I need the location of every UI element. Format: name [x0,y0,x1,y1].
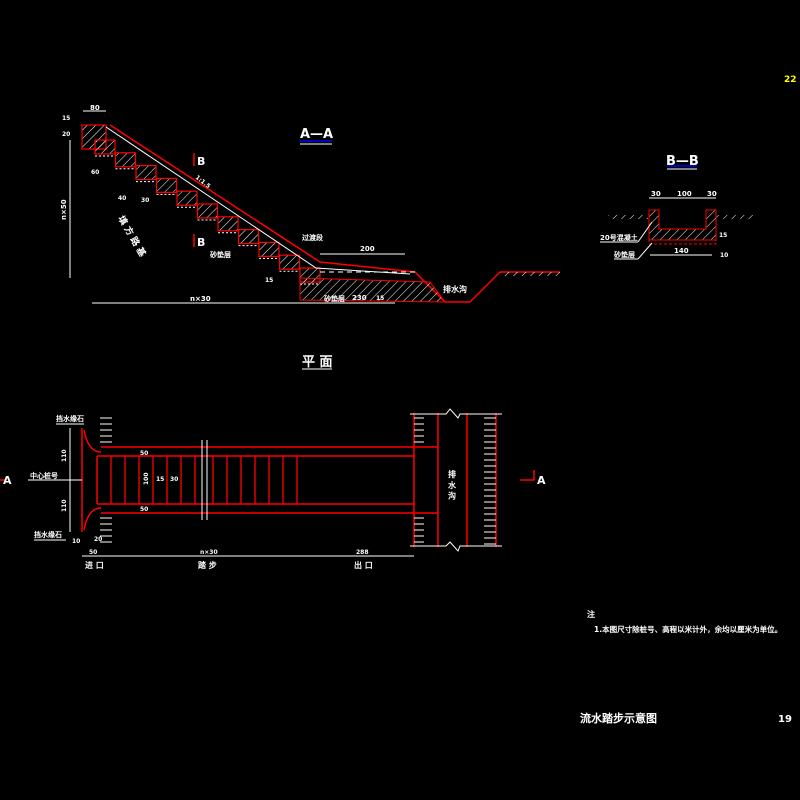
concrete-label: 20号混凝土 [600,233,638,242]
step-block [217,216,239,232]
dim-small: 10 [72,538,80,545]
tread-group [110,456,298,504]
dim-step-d: 30 [141,197,149,204]
dim-bottom: 140 [674,247,689,255]
curb-curve [83,429,102,453]
sand-cushion [648,239,717,245]
dim-side-top: 50 [140,450,148,457]
step-block [135,165,157,181]
section-aa-title: A—A [300,127,333,142]
dim-inlet-small: 20 [94,536,102,543]
step-block [155,177,178,193]
dim-lower: 110 [61,499,68,512]
dim-left: 30 [651,190,661,198]
dim-vertical: n×50 [60,199,68,220]
section-a-left: A [3,474,12,487]
step-block [237,229,260,245]
dim-right: 30 [707,190,717,198]
dim-h1: 15 [719,232,727,239]
section-mark [520,470,535,481]
curb-label-top: 挡水缘石 [56,414,84,423]
dim-transition: 200 [360,245,375,253]
transition-label: 过渡段 [302,233,323,242]
center-label: 中心桩号 [30,471,58,480]
plan-view: 平 面 排 水 沟 A A 挡水缘石 中心桩号 挡水缘 [0,355,546,570]
ground-hatch [500,272,560,276]
outlet-label: 出 口 [354,560,373,570]
dim-top-width: 80 [90,104,100,112]
plan-title: 平 面 [302,355,333,370]
section-a-right: A [537,474,546,487]
sheet-number-top: 22 [784,75,797,85]
dim-step-h: 40 [118,195,126,202]
leader-line [637,242,653,260]
step-block [176,190,198,206]
transition-slab [299,277,447,303]
step-block [258,241,280,257]
concrete-channel [648,209,717,241]
dim-top-a: 15 [62,115,70,122]
section-b-top: B [197,155,205,168]
top-block [81,124,107,150]
dim-h2: 10 [720,252,728,259]
leader-line [637,221,653,243]
section-bb: B—B 30 100 30 140 15 10 20号混凝土 砂垫层 [600,154,755,260]
dim-step-w: 60 [91,169,99,176]
dim-steps: n×30 [200,549,218,556]
dim-tread-label: 15 [156,476,164,483]
curb-curve [83,507,102,531]
dim-horizontal: n×30 [190,295,211,303]
step-block [196,203,219,219]
ditch-label: 排水沟 [443,284,467,294]
dim-bottom: 230 [352,294,367,302]
level-mark: 15 [265,277,273,284]
ditch-label: 排 水 沟 [447,469,457,501]
sand-label: 砂垫层 [614,250,635,259]
break-symbol [410,541,502,552]
inlet-label: 进 口 [85,560,104,570]
steps-label: 踏 步 [198,560,217,570]
fill-label: 填 方 路 基 [115,214,149,260]
break-symbol [410,408,502,419]
step-block [278,254,301,270]
dim-tread: 30 [170,476,178,483]
dim-width: 100 [143,472,150,485]
dim-upper: 110 [61,449,68,462]
sand-label: 砂垫层 [210,250,231,259]
dim-top-b: 20 [62,131,70,138]
section-b-bottom: B [197,236,205,249]
dim-inlet: 50 [89,549,97,556]
dim-right-small: 15 [376,295,384,302]
ground-hatch [608,215,648,219]
slope-tick-group [100,417,496,545]
note-item: 1.本图尺寸除桩号、高程以米计外，余均以厘米为单位。 [594,624,782,634]
notes-heading: 注 [587,609,595,619]
dim-side-bottom: 50 [140,506,148,513]
page-number: 19 [778,714,792,725]
sand-label: 砂垫层 [324,294,345,303]
step-block [94,139,116,155]
curb-label-bottom: 挡水缘石 [34,530,62,539]
section-aa: A—A 80 15 20 60 40 30 n×50 n×30 200 230 … [60,104,560,304]
dim-middle: 100 [677,190,692,198]
surface-line [109,124,560,303]
drawing-title: 流水踏步示意图 [580,711,657,725]
ground-hatch [715,215,755,219]
dim-outlet: 288 [356,549,369,556]
step-block [114,152,137,168]
step-group [81,124,321,285]
